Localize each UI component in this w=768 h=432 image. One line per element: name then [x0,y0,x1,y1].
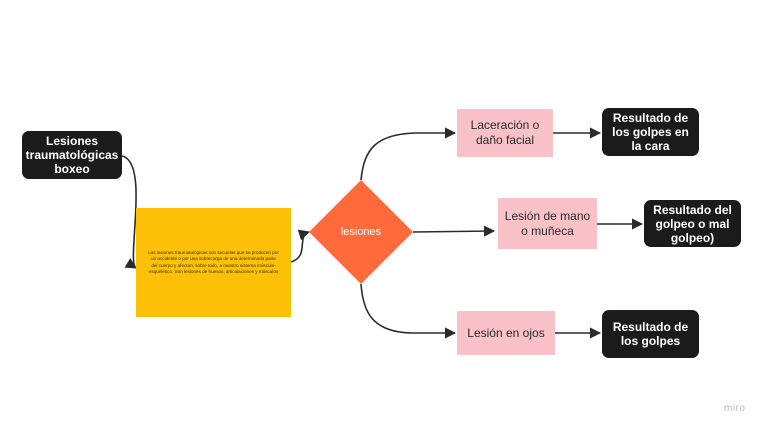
miro-watermark: miro [724,403,746,414]
branch-bottom-node[interactable]: Lesión en ojos [457,311,555,355]
main-title-node[interactable]: Lesiones traumatológicas boxeo [22,131,122,179]
connector-decision-to-bottom-branch [360,283,457,339]
result-middle-node[interactable]: Resultado del golpeo o mal golpeo) [644,200,741,247]
result-top-node[interactable]: Resultado de los golpes en la cara [602,108,699,156]
definition-node[interactable]: Las lesiones traumatológicas son secuela… [136,208,291,317]
decision-label[interactable]: lesiones [340,226,382,238]
connector-title-to-definition [121,155,137,269]
branch-middle-node[interactable]: Lesión de mano o muñeca [498,198,597,249]
branch-top-node[interactable]: Laceración o daño facial [457,109,553,157]
connector-decision-to-middle-branch [412,225,496,237]
connector-definition-to-decision [290,229,311,263]
result-bottom-node[interactable]: Resultado de los golpes [602,310,699,358]
connector-decision-to-top-branch [360,127,457,181]
decision-diamond-shape [309,180,413,284]
